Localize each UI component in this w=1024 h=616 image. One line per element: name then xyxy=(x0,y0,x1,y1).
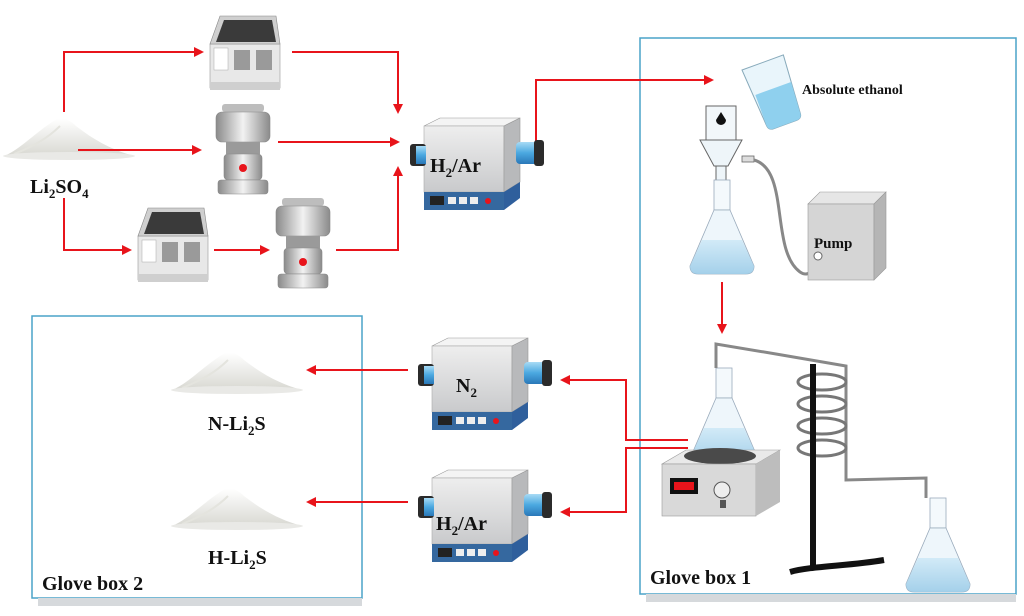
glove-box-2-shadow xyxy=(38,598,362,606)
furnace-top-label: H2/Ar xyxy=(430,155,481,180)
h-li2s-powder xyxy=(170,487,304,531)
pump xyxy=(807,191,887,281)
milling-arrows xyxy=(63,47,714,255)
precursor-label: Li2SO4 xyxy=(30,176,89,201)
filter-flask xyxy=(689,179,755,275)
ball-mill-bottom xyxy=(137,207,209,283)
furnace-n2-label: N2 xyxy=(456,375,477,400)
n-li2s-powder xyxy=(170,351,304,395)
glove-box-1-label: Glove box 1 xyxy=(650,567,751,589)
glove-box-2-frame xyxy=(31,315,363,599)
glove-box-2-label: Glove box 2 xyxy=(42,573,143,595)
stirrer-to-furnace-arrows xyxy=(306,365,688,517)
hotplate-stirrer xyxy=(660,448,782,517)
distillation-flask xyxy=(691,367,757,463)
ethanol-beaker xyxy=(741,54,802,130)
condenser-coil xyxy=(796,372,848,458)
ball-mill-top xyxy=(209,15,281,91)
glove-box-1-shadow xyxy=(646,594,1016,602)
precursor-powder xyxy=(2,117,136,161)
receiving-flask xyxy=(905,497,971,593)
h-li2s-label: H-Li2S xyxy=(208,547,267,572)
ethanol-label: Absolute ethanol xyxy=(802,83,903,98)
buchner-funnel xyxy=(699,105,755,187)
pump-label: Pump xyxy=(814,236,852,252)
lab-stand xyxy=(789,364,885,575)
n-li2s-label: N-Li2S xyxy=(208,413,266,438)
grinder-bottom xyxy=(275,197,331,289)
furnace-n2 xyxy=(417,337,553,431)
furnace-bottom-label: H2/Ar xyxy=(436,513,487,538)
condenser-tube xyxy=(714,342,928,498)
grinder-middle xyxy=(215,103,271,195)
